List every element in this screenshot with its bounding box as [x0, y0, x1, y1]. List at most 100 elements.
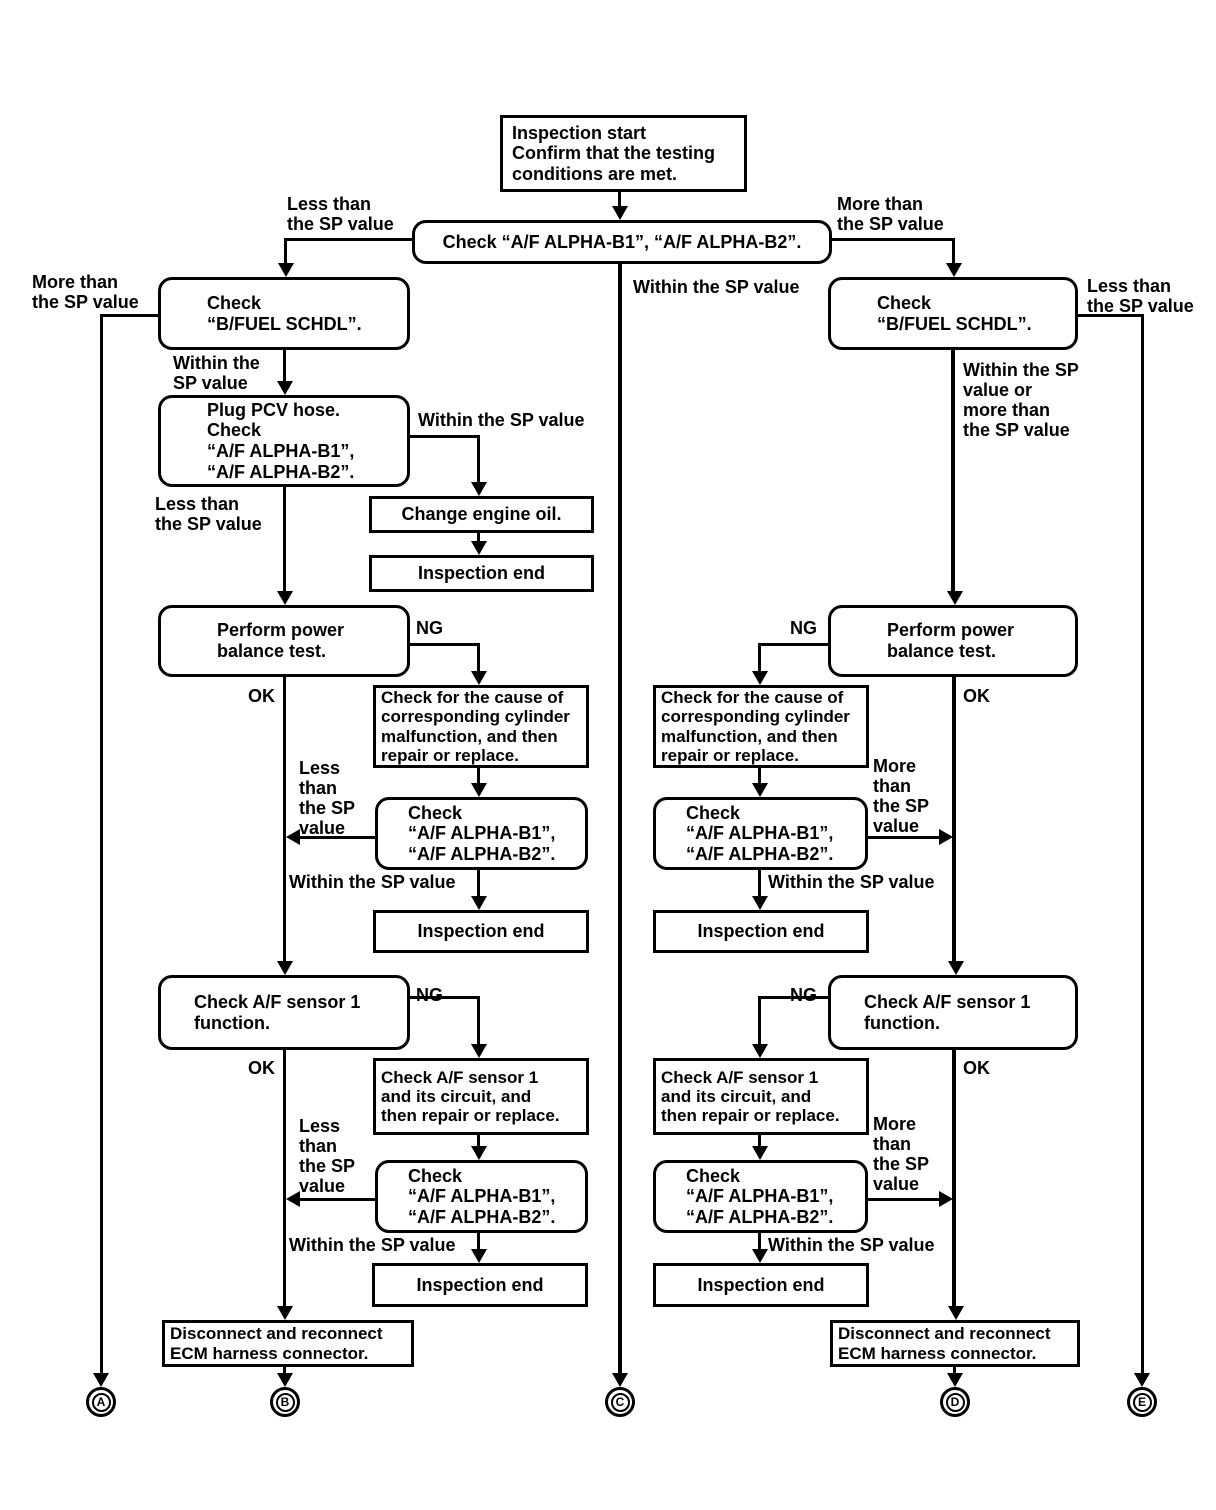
edge-alpha-end-low-left	[477, 1233, 480, 1249]
arrowhead	[752, 1249, 768, 1263]
arrowhead	[93, 1373, 109, 1387]
node-check-bfuel-left: Check “B/FUEL SCHDL”.	[158, 277, 410, 350]
label-less-left-col: Less than the SP value	[155, 494, 262, 535]
label-ng-right-2: NG	[790, 985, 817, 1005]
connector-d-letter: D	[945, 1392, 965, 1412]
node-alpha-mid-right: Check “A/F ALPHA-B1”, “A/F ALPHA-B2”.	[653, 797, 868, 870]
edge-sensor-left-ng-h	[410, 996, 480, 999]
node-alpha-low-left: Check “A/F ALPHA-B1”, “A/F ALPHA-B2”.	[375, 1160, 588, 1233]
arrowhead	[471, 1044, 487, 1058]
connector-c-letter: C	[610, 1392, 630, 1412]
node-inspection-end-1: Inspection end	[369, 555, 594, 592]
arrowhead	[471, 783, 487, 797]
edge-power-left-ng-h	[410, 643, 480, 646]
node-circuit-left: Check A/F sensor 1 and its circuit, and …	[373, 1058, 589, 1135]
arrowhead	[948, 1306, 964, 1320]
edge-alpha-end-mid-right	[758, 870, 761, 896]
edge-power-right-ng-h	[760, 643, 828, 646]
node-cause-right: Check for the cause of corresponding cyl…	[653, 685, 869, 768]
arrowhead	[471, 541, 487, 555]
label-within-mid-right: Within the SP value	[768, 872, 935, 892]
edge-power-right-ng-v	[758, 643, 761, 671]
edge-alpha-mid-right-merge	[868, 836, 940, 839]
edge-cause-alpha-right	[758, 768, 761, 783]
label-less-low-left: Less than the SP value	[299, 1116, 356, 1197]
arrowhead	[612, 206, 628, 220]
label-ng-right-1: NG	[790, 618, 817, 638]
label-ok-right-1: OK	[963, 686, 990, 706]
connector-a-letter: A	[91, 1392, 111, 1412]
node-change-oil: Change engine oil.	[369, 496, 594, 533]
edge-bfuel-power-right	[951, 350, 955, 591]
edge-alpha-low-right-merge	[868, 1198, 940, 1201]
label-within-left-col: Within the SP value	[173, 353, 260, 394]
edge-oil-end	[477, 533, 480, 541]
arrowhead	[752, 671, 768, 685]
label-more-mid-right: More than the SP value	[873, 756, 930, 837]
arrowhead	[947, 1373, 963, 1387]
arrowhead-right	[939, 1191, 953, 1207]
edge-circuit-alpha-right	[758, 1135, 761, 1146]
connector-b: B	[270, 1387, 300, 1417]
label-within-center: Within the SP value	[633, 277, 800, 297]
connector-e: E	[1127, 1387, 1157, 1417]
edge-start-alpha	[618, 192, 621, 208]
edge-sensor-right-ng-h	[760, 996, 828, 999]
label-ok-left-2: OK	[248, 1058, 275, 1078]
node-plug-pcv: Plug PCV hose. Check “A/F ALPHA-B1”, “A/…	[158, 395, 410, 487]
label-ok-left-1: OK	[248, 686, 275, 706]
edge-center-to-c	[618, 264, 622, 1374]
label-ng-left-1: NG	[416, 618, 443, 638]
arrowhead	[752, 1146, 768, 1160]
edge-sensor-right-ok	[952, 1050, 956, 1306]
edge-power-left-ng-v	[477, 643, 480, 671]
node-sensor-right: Check A/F sensor 1 function.	[828, 975, 1078, 1050]
arrowhead	[277, 1373, 293, 1387]
arrowhead-left	[286, 829, 300, 845]
arrowhead	[752, 896, 768, 910]
node-end-mid-left: Inspection end	[373, 910, 589, 953]
node-alpha-mid-left: Check “A/F ALPHA-B1”, “A/F ALPHA-B2”.	[375, 797, 588, 870]
arrowhead-right	[939, 829, 953, 845]
edge-ecm-left-b	[283, 1367, 286, 1375]
node-circuit-right: Check A/F sensor 1 and its circuit, and …	[653, 1058, 869, 1135]
node-inspection-start: Inspection start Confirm that the testin…	[500, 115, 747, 192]
connector-b-letter: B	[275, 1392, 295, 1412]
label-less-mid-left: Less than the SP value	[299, 758, 356, 839]
label-less-far-right: Less than the SP value	[1087, 276, 1194, 317]
arrowhead	[947, 591, 963, 605]
edge-cause-alpha-left	[477, 768, 480, 783]
edge-alpha-bfuel-left-v	[284, 238, 287, 263]
arrowhead	[946, 263, 962, 277]
node-end-mid-right: Inspection end	[653, 910, 869, 953]
edge-alpha-low-left-merge	[299, 1198, 375, 1201]
arrowhead-left	[286, 1191, 300, 1207]
arrowhead	[277, 961, 293, 975]
node-end-low-right: Inspection end	[653, 1263, 869, 1307]
edge-sensor-right-ng-v	[758, 996, 761, 1044]
node-power-right: Perform power balance test.	[828, 605, 1078, 677]
edge-power-left-ok	[283, 677, 286, 961]
node-check-bfuel-right: Check “B/FUEL SCHDL”.	[828, 277, 1078, 350]
connector-e-letter: E	[1132, 1392, 1152, 1412]
edge-circuit-alpha-left	[477, 1135, 480, 1146]
edge-alpha-mid-left-merge	[299, 836, 375, 839]
arrowhead	[471, 1249, 487, 1263]
arrowhead	[752, 783, 768, 797]
edge-sensor-left-ok	[283, 1050, 286, 1306]
label-more-far-left: More than the SP value	[32, 272, 139, 313]
edge-far-right-to-e	[1141, 314, 1144, 1374]
arrowhead	[277, 591, 293, 605]
edge-sensor-left-ng-v	[477, 996, 480, 1044]
label-within-mid-left: Within the SP value	[289, 872, 456, 892]
label-within-low-right: Within the SP value	[768, 1235, 935, 1255]
arrowhead	[471, 482, 487, 496]
node-ecm-left: Disconnect and reconnect ECM harness con…	[162, 1320, 414, 1367]
connector-d: D	[940, 1387, 970, 1417]
connector-a: A	[86, 1387, 116, 1417]
edge-pcv-oil-v	[477, 435, 480, 482]
node-end-low-left: Inspection end	[372, 1263, 588, 1307]
arrowhead	[612, 1373, 628, 1387]
node-ecm-right: Disconnect and reconnect ECM harness con…	[830, 1320, 1080, 1367]
